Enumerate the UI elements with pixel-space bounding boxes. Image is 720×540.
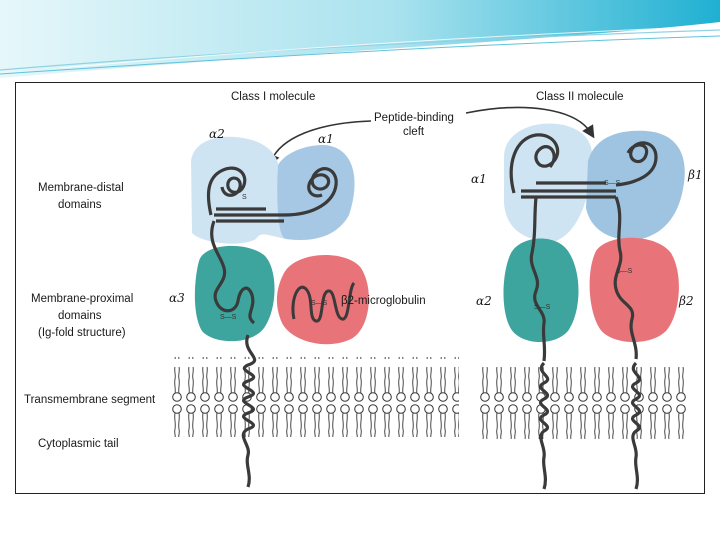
class1-disulfide-a3: S—S — [220, 314, 237, 321]
class1-alpha1-domain-shade — [277, 145, 355, 240]
class2-disulfide-a2: S—S — [534, 304, 551, 311]
slide-header-decoration — [0, 0, 720, 78]
class1-alpha1-label: α1 — [318, 132, 334, 146]
membrane-bilayer-class1 — [172, 357, 459, 437]
class1-disulfide-a2: S — [242, 194, 247, 201]
class2-chains — [509, 133, 658, 490]
mhc-diagram: Class I molecule Class II molecule Pepti… — [24, 91, 703, 490]
membrane-proximal-label-line1: Membrane-proximal — [31, 293, 133, 305]
class1-alpha2-label: α2 — [209, 127, 225, 141]
transmembrane-label: Transmembrane segment — [24, 394, 156, 406]
class2-disulfide-b2: S—S — [616, 268, 633, 275]
class2-beta1-label: β1 — [687, 168, 703, 182]
cleft-arrow-class1 — [267, 120, 372, 167]
membrane-bilayer-class2 — [476, 367, 686, 447]
peptide-cleft-label-line2: cleft — [403, 126, 425, 138]
class2-alpha1-label: α1 — [471, 172, 487, 186]
membrane-distal-label-line1: Membrane-distal — [38, 182, 124, 194]
class1-b2m-chain — [291, 281, 356, 323]
class1-alpha-chain — [206, 166, 338, 488]
class2-alpha2-label: α2 — [476, 294, 492, 308]
figure-frame: Class I molecule Class II molecule Pepti… — [15, 82, 705, 494]
b2m-disulfide: S—S — [311, 300, 328, 307]
cytoplasmic-label: Cytoplasmic tail — [38, 438, 119, 450]
class2-beta2-label: β2 — [678, 294, 694, 308]
class1-alpha3-label: α3 — [169, 291, 185, 305]
cleft-arrow-class2 — [465, 106, 595, 139]
class2-title: Class II molecule — [536, 91, 624, 103]
membrane-proximal-label-line2: domains — [58, 310, 102, 322]
class1-title: Class I molecule — [231, 91, 315, 103]
peptide-cleft-label-line1: Peptide-binding — [374, 112, 454, 124]
class2-beta1-domain — [586, 130, 685, 240]
class2-beta2-domain — [589, 237, 679, 343]
class1-alpha3-domain — [194, 245, 275, 342]
class2-disulfide-b1: S—S — [604, 180, 621, 187]
membrane-distal-label-line2: domains — [58, 199, 102, 211]
class2-alpha2-domain — [503, 238, 579, 343]
b2m-label: β2-microglobulin — [341, 295, 426, 307]
membrane-proximal-label-line3: (Ig-fold structure) — [38, 327, 126, 339]
